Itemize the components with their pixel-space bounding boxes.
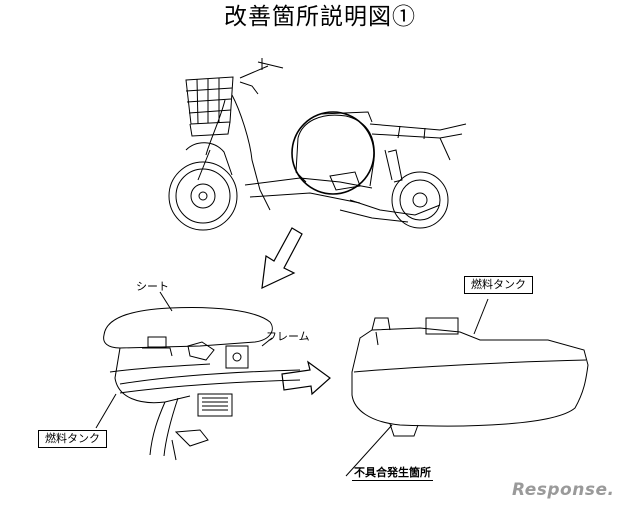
frame-leader xyxy=(261,337,273,347)
rear-carrier xyxy=(369,123,467,161)
seat-outline xyxy=(103,307,273,349)
defect-leader xyxy=(345,424,393,477)
front-body xyxy=(185,94,271,211)
frame-tube xyxy=(119,369,301,457)
seat-label: シート xyxy=(136,280,169,293)
defect-location-label: 不具合発生箇所 xyxy=(352,466,433,481)
left-fuel-tank xyxy=(109,336,211,404)
highlight-circle xyxy=(291,111,375,195)
left-tank-leader xyxy=(95,393,117,429)
components xyxy=(171,341,249,461)
frame-label: フレーム xyxy=(266,330,310,343)
assembly-detail xyxy=(95,291,331,461)
handlebar xyxy=(239,58,284,95)
zoom-arrow xyxy=(261,227,303,290)
front-basket xyxy=(185,76,234,137)
right-fuel-tank xyxy=(345,298,589,477)
detail-arrow xyxy=(281,360,331,396)
rear-wheel xyxy=(391,171,449,229)
right-fuel-tank-label: 燃料タンク xyxy=(464,276,533,294)
front-wheel xyxy=(168,161,238,231)
right-tank-leader xyxy=(473,298,489,335)
page-title: 改善箇所説明図① xyxy=(224,4,416,30)
main-body xyxy=(244,111,375,204)
response-watermark: Response. xyxy=(512,480,615,500)
engine-unit xyxy=(329,149,441,223)
seat-leader xyxy=(159,291,173,312)
left-fuel-tank-label: 燃料タンク xyxy=(38,430,107,448)
scooter-illustration xyxy=(168,58,467,231)
